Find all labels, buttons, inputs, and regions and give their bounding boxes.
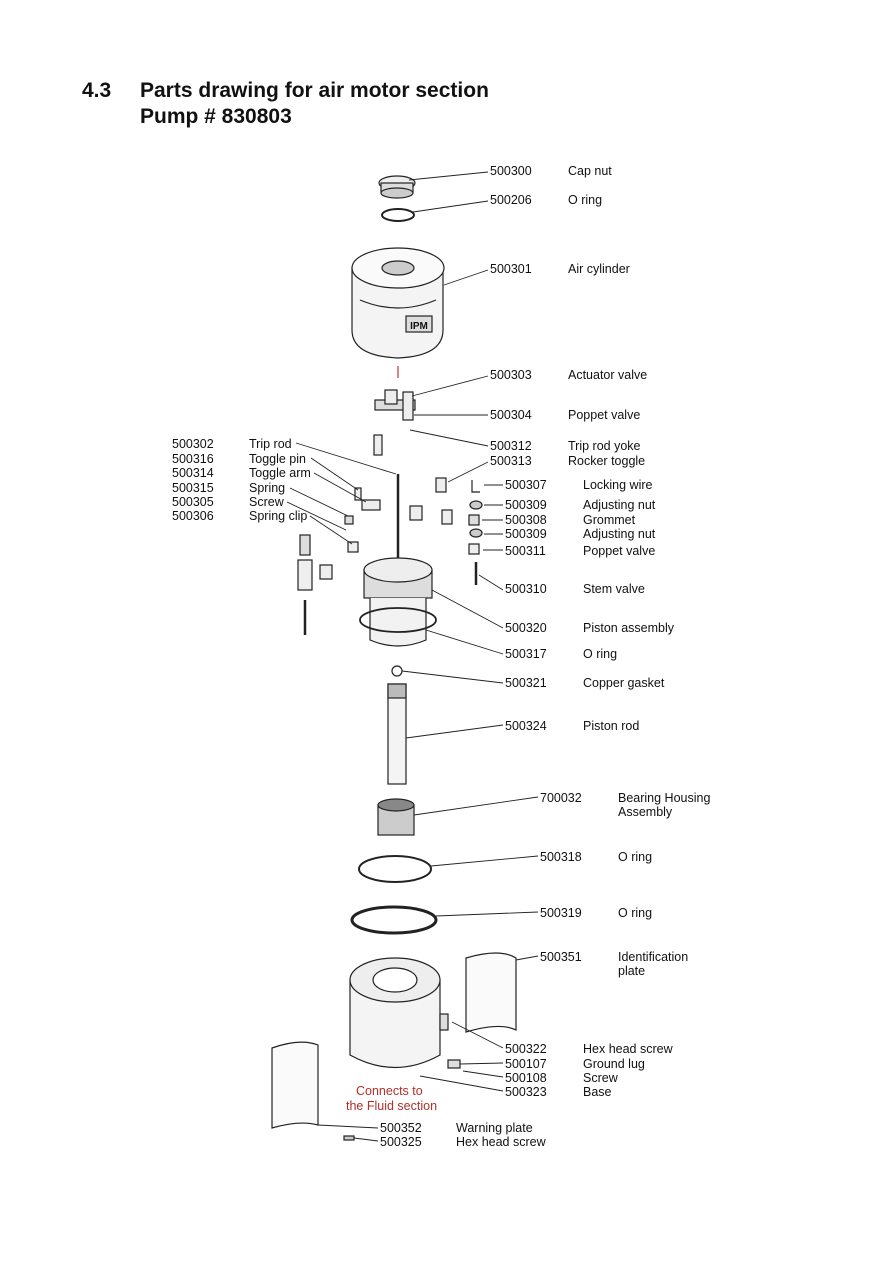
valve-assembly-part xyxy=(373,389,416,560)
callout-name: Rocker toggle xyxy=(568,454,646,468)
callout-code: 500352 xyxy=(380,1121,422,1135)
callout-code: 500310 xyxy=(505,582,547,596)
callout-code: 500307 xyxy=(505,478,547,492)
callout-name: O ring xyxy=(568,193,603,207)
callout-name: Hex head screw xyxy=(583,1042,673,1056)
base-part xyxy=(349,957,461,1069)
cap-nut-part xyxy=(378,175,416,199)
callout-code: 500308 xyxy=(505,513,547,527)
callout-name: Spring xyxy=(249,481,286,495)
callout-code: 500314 xyxy=(172,466,214,480)
callout-code: 500302 xyxy=(172,437,214,451)
callout-code: 500300 xyxy=(490,164,532,178)
o-ring-500318 xyxy=(358,855,432,883)
callout-code: 500315 xyxy=(172,481,214,495)
callout-name: Adjusting nut xyxy=(583,527,656,541)
callout-name: Toggle arm xyxy=(249,466,311,480)
callout-name: Adjusting nut xyxy=(583,498,656,512)
page-subtitle: Pump # 830803 xyxy=(140,105,292,128)
callout-name: plate xyxy=(618,964,646,978)
callout-code: 500317 xyxy=(505,647,547,661)
callout-name: Piston assembly xyxy=(583,621,675,635)
callout-code: 500323 xyxy=(505,1085,547,1099)
callout-name: Base xyxy=(583,1085,612,1099)
section-number: 4.3 xyxy=(82,79,112,102)
callout-code: 500309 xyxy=(505,527,547,541)
callout-name: Cap nut xyxy=(568,164,612,178)
callout-code: 700032 xyxy=(540,791,582,805)
callout-code: 500316 xyxy=(172,452,214,466)
callout-name: Locking wire xyxy=(583,478,653,492)
callout-code: 500351 xyxy=(540,950,582,964)
copper-gasket-part xyxy=(391,665,403,677)
callout-code: 500108 xyxy=(505,1071,547,1085)
callout-name: Bearing Housing xyxy=(618,791,711,805)
callout-code: 500313 xyxy=(490,454,532,468)
callout-name: Warning plate xyxy=(456,1121,533,1135)
callout-name: Toggle pin xyxy=(249,452,306,466)
callout-name: O ring xyxy=(618,850,653,864)
callout-name: Screw xyxy=(583,1071,618,1085)
callout-code: 500306 xyxy=(172,509,214,523)
fluid-note-line1: Connects to xyxy=(356,1084,423,1098)
hex-screw-500325-part xyxy=(343,1135,355,1141)
callout-name: O ring xyxy=(618,906,653,920)
callout-code: 500319 xyxy=(540,906,582,920)
callout-name: Trip rod yoke xyxy=(568,439,641,453)
page-title: Parts drawing for air motor section xyxy=(140,79,489,102)
callout-name: Spring clip xyxy=(249,509,308,523)
callout-name: Poppet valve xyxy=(583,544,656,558)
callout-name: Ground lug xyxy=(583,1057,645,1071)
callout-name: Copper gasket xyxy=(583,676,665,690)
callout-code: 500309 xyxy=(505,498,547,512)
o-ring-500206 xyxy=(381,208,415,222)
warning-plate-part xyxy=(271,1041,319,1129)
callout-name: Actuator valve xyxy=(568,368,648,382)
callout-name: Assembly xyxy=(618,805,673,819)
piston-assembly-part xyxy=(359,557,437,647)
bearing-housing-part xyxy=(377,798,415,836)
callout-name: Identification xyxy=(618,950,689,964)
callout-code: 500324 xyxy=(505,719,547,733)
callout-name: Piston rod xyxy=(583,719,640,733)
callout-code: 500305 xyxy=(172,495,214,509)
callout-code: 500301 xyxy=(490,262,532,276)
callout-name: Trip rod xyxy=(249,437,292,451)
callout-code: 500303 xyxy=(490,368,532,382)
callout-code: 500318 xyxy=(540,850,582,864)
poppet-parts xyxy=(468,480,483,585)
callout-name: Stem valve xyxy=(583,582,645,596)
o-ring-500319 xyxy=(350,905,438,935)
toggle-parts xyxy=(297,477,453,635)
fluid-note-line2: the Fluid section xyxy=(346,1099,438,1113)
callout-code: 500321 xyxy=(505,676,547,690)
callout-code: 500206 xyxy=(490,193,532,207)
callout-name: Grommet xyxy=(583,513,636,527)
callout-code: 500304 xyxy=(490,408,532,422)
cylinder-logo-text: IPM xyxy=(410,321,428,332)
callout-code: 500320 xyxy=(505,621,547,635)
callout-code: 500322 xyxy=(505,1042,547,1056)
air-cylinder-part: IPM xyxy=(351,247,445,378)
callout-code: 500312 xyxy=(490,439,532,453)
identification-plate-part xyxy=(465,952,517,1033)
callout-name: O ring xyxy=(583,647,618,661)
callout-name: Air cylinder xyxy=(568,262,630,276)
callout-code: 500311 xyxy=(505,544,546,558)
callout-code: 500325 xyxy=(380,1135,422,1149)
piston-rod-part xyxy=(387,683,407,785)
callout-name: Screw xyxy=(249,495,284,509)
callout-name: Hex head screw xyxy=(456,1135,546,1149)
callout-name: Poppet valve xyxy=(568,408,641,422)
callout-code: 500107 xyxy=(505,1057,547,1071)
